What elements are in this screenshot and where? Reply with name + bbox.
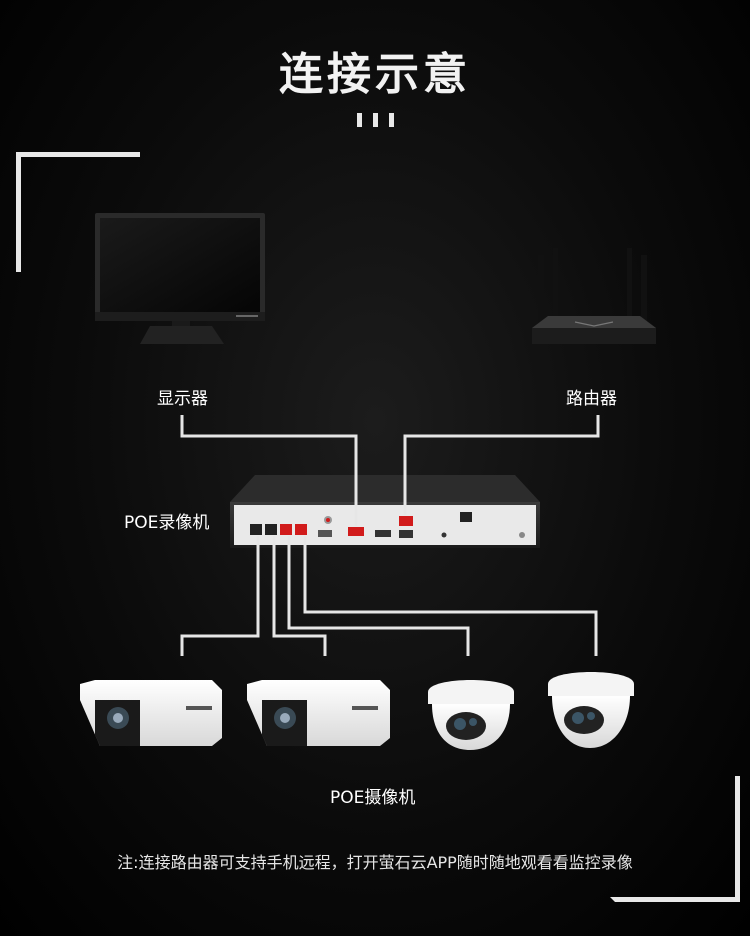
- monitor-icon: [95, 213, 265, 344]
- page-title: 连接示意: [279, 49, 471, 100]
- dome-camera-icon-2: [548, 672, 634, 748]
- triple-bar-icon: [355, 113, 397, 127]
- bullet-camera-icon-1: [80, 680, 222, 746]
- camera-label: POE摄像机: [330, 788, 416, 808]
- bullet-camera-icon-2: [247, 680, 390, 746]
- corner-frame-bottom-right: [610, 776, 740, 902]
- line-camera-2: [287, 536, 470, 656]
- corner-frame-top-left: [16, 152, 140, 272]
- line-camera-1: [303, 536, 598, 656]
- router-label: 路由器: [566, 389, 617, 409]
- monitor-label: 显示器: [157, 389, 208, 409]
- dome-camera-icon-1: [428, 680, 514, 750]
- router-icon: [532, 248, 656, 344]
- footer-note: 注:连接路由器可支持手机远程，打开萤石云APP随时随地观看看监控录像: [117, 853, 633, 872]
- line-camera-3: [272, 536, 327, 656]
- line-nvr-router: [403, 415, 600, 515]
- connection-lines: [180, 415, 600, 656]
- line-nvr-monitor: [180, 415, 358, 526]
- nvr-label: POE录像机: [124, 513, 210, 533]
- nvr-icon: [230, 475, 540, 548]
- line-camera-4: [180, 536, 260, 656]
